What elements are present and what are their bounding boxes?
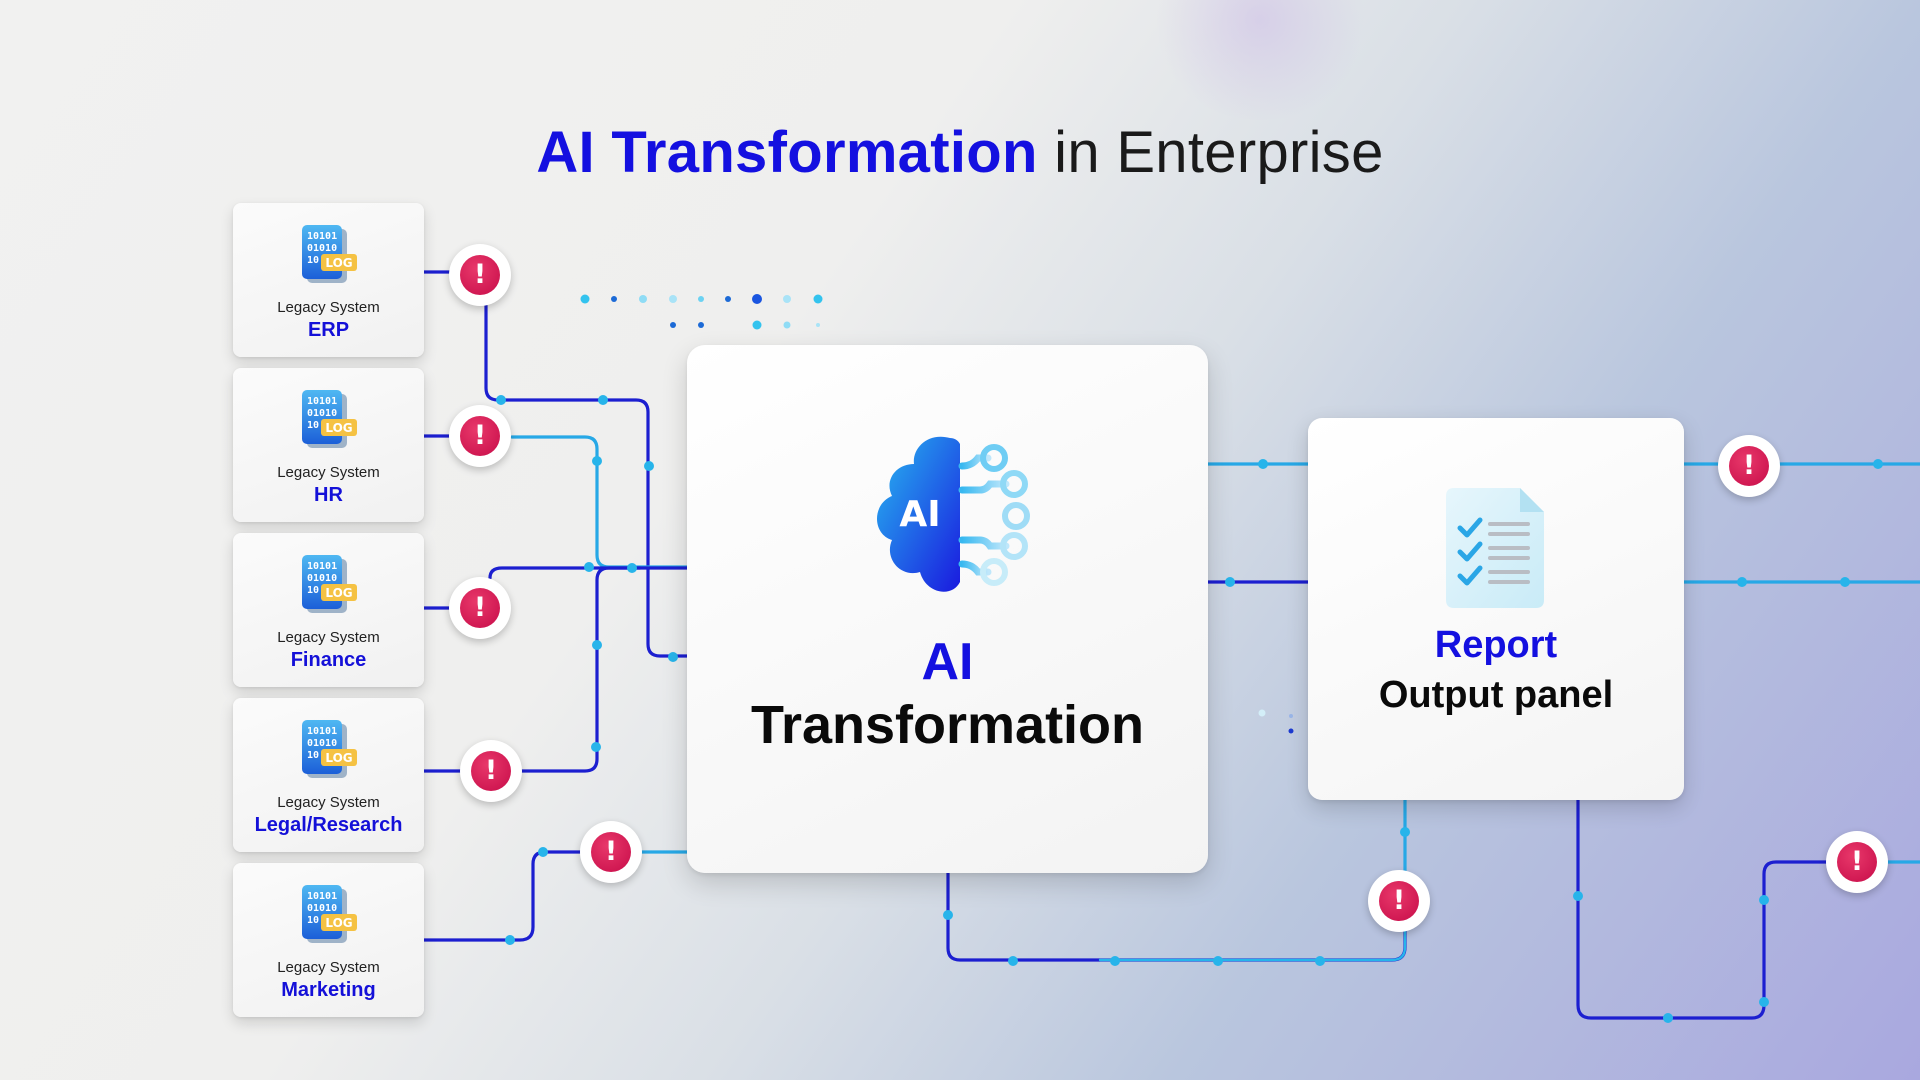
- legacy-card-hr[interactable]: 10101 01010 10 LOG Legacy System HR: [233, 368, 424, 522]
- svg-text:LOG: LOG: [325, 421, 352, 435]
- report-output-card[interactable]: Report Output panel: [1308, 418, 1684, 800]
- svg-text:10101: 10101: [307, 396, 337, 407]
- legacy-caption: Legacy System: [277, 794, 380, 811]
- legacy-name: Finance: [290, 649, 367, 671]
- svg-text:LOG: LOG: [325, 586, 352, 600]
- legacy-card-finance[interactable]: 10101 01010 10 LOG Legacy System Finance: [233, 533, 424, 687]
- legacy-card-erp[interactable]: 10101 01010 10 LOG Legacy System ERP: [233, 203, 424, 357]
- svg-text:LOG: LOG: [325, 256, 352, 270]
- legacy-name: HR: [314, 484, 343, 506]
- legacy-caption: Legacy System: [277, 959, 380, 976]
- report-title-line2: Output panel: [1378, 674, 1614, 716]
- legacy-name: Legal/Research: [254, 814, 403, 836]
- checklist-document-icon: [1446, 488, 1544, 608]
- svg-text:10101: 10101: [307, 561, 337, 572]
- decorative-dots: [580, 294, 1294, 734]
- connector-report-bottom-loop: [1576, 798, 1828, 1020]
- log-file-icon: 10101 01010 10 LOG: [302, 555, 357, 613]
- connector-core-bottom: [946, 871, 1407, 962]
- log-file-icon: 10101 01010 10 LOG: [302, 885, 357, 943]
- title-rest: in Enterprise: [1054, 120, 1384, 185]
- legacy-caption: Legacy System: [277, 299, 380, 316]
- alert-icon-report-output[interactable]: !: [1718, 435, 1780, 497]
- connector-bottom-overlay: [1098, 928, 1407, 962]
- svg-text:10: 10: [307, 585, 319, 596]
- svg-text:10: 10: [307, 420, 319, 431]
- ai-brain-icon: AI: [877, 436, 1030, 592]
- svg-text:10: 10: [307, 750, 319, 761]
- legacy-name: ERP: [307, 319, 350, 341]
- alert-icon-marketing[interactable]: !: [580, 821, 642, 883]
- log-file-icon: 10101 01010 10 LOG: [302, 225, 357, 283]
- alert-icon-finance[interactable]: !: [449, 577, 511, 639]
- alert-icon-hr[interactable]: !: [449, 405, 511, 467]
- alert-icon-core-bottom[interactable]: !: [1368, 870, 1430, 932]
- svg-text:LOG: LOG: [325, 916, 352, 930]
- core-title-line1: AI: [921, 633, 974, 691]
- svg-text:10101: 10101: [307, 726, 337, 737]
- svg-text:01010: 01010: [307, 243, 337, 254]
- line-nodes: [496, 395, 1883, 1023]
- report-title-line1: Report: [1434, 624, 1558, 666]
- log-file-icon: 10101 01010 10 LOG: [302, 390, 357, 448]
- connector-marketing: [422, 850, 582, 942]
- alert-icon-erp[interactable]: !: [449, 244, 511, 306]
- connector-erp-route: [484, 304, 689, 658]
- svg-text:01010: 01010: [307, 573, 337, 584]
- alert-icon-report-bottom[interactable]: !: [1826, 831, 1888, 893]
- svg-text:10: 10: [307, 255, 319, 266]
- svg-text:AI: AI: [899, 494, 940, 535]
- connector-legal-route: [518, 566, 642, 773]
- svg-text:01010: 01010: [307, 738, 337, 749]
- svg-text:10: 10: [307, 915, 319, 926]
- svg-text:10101: 10101: [307, 231, 337, 242]
- connector-hr-route: [510, 435, 689, 569]
- legacy-name: Marketing: [281, 979, 376, 1001]
- title-highlight: AI Transformation: [536, 120, 1038, 185]
- log-file-icon: 10101 01010 10 LOG: [302, 720, 357, 778]
- core-title-line2: Transformation: [750, 695, 1145, 755]
- legacy-caption: Legacy System: [277, 629, 380, 646]
- svg-text:01010: 01010: [307, 903, 337, 914]
- legacy-caption: Legacy System: [277, 464, 380, 481]
- alert-icon-legal-research[interactable]: !: [460, 740, 522, 802]
- legacy-card-legal-research[interactable]: 10101 01010 10 LOG Legacy System Legal/R…: [233, 698, 424, 852]
- page-title: AI Transformation in Enterprise: [0, 118, 1920, 188]
- svg-text:01010: 01010: [307, 408, 337, 419]
- svg-text:LOG: LOG: [325, 751, 352, 765]
- ai-transformation-card[interactable]: AI AI Transformation: [687, 345, 1208, 873]
- connector-finance-route: [488, 566, 689, 580]
- legacy-card-marketing[interactable]: 10101 01010 10 LOG Legacy System Marketi…: [233, 863, 424, 1017]
- svg-text:10101: 10101: [307, 891, 337, 902]
